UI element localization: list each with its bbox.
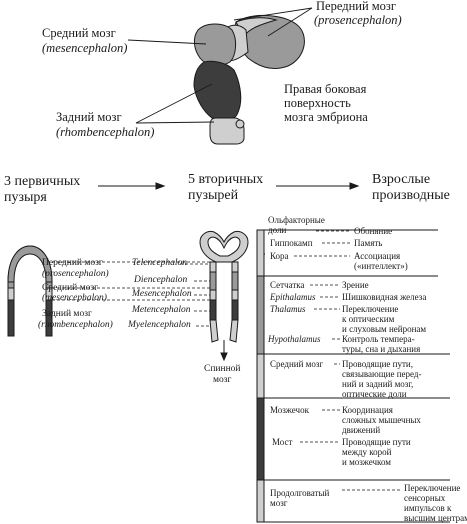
caption-line-2: поверхность: [284, 96, 351, 110]
secondary-label-telencephalon: Telencephalon: [132, 258, 188, 268]
adult-name-olfactory: Ольфакторные доли: [268, 215, 325, 235]
adult-name-olfactory-2: доли: [268, 225, 287, 235]
adult-fn-temperature-1: Контроль темпера-: [342, 334, 415, 344]
secondary-vesicles-tube: [199, 231, 249, 362]
secondary-label-mesencephalon: Mesencephalon: [132, 289, 192, 299]
adult-fn-sensory-relay-1: Переключение: [404, 483, 461, 493]
adult-fn-sensory-relay: Переключение сенсорных импульсов к высши…: [404, 483, 467, 523]
adult-fn-pons-pathways-1: Проводящие пути: [342, 437, 411, 447]
adult-name-cerebellum: Мозжечок: [270, 405, 309, 415]
primary-label-rhombencephalon-lat: (rhombencephalon): [38, 320, 113, 330]
adult-fn-pons-pathways: Проводящие пути между корой и мозжечком: [342, 437, 411, 467]
adult-fn-relay: Переключение к оптическим и слуховым ней…: [342, 304, 426, 334]
adult-fn-sensory-relay-4: высшим центрам: [404, 513, 467, 523]
top-leader-lines: [127, 7, 313, 124]
adult-fn-association-2: («интеллект»): [354, 261, 408, 271]
adult-fn-coordination-1: Координация: [342, 405, 393, 415]
adult-name-hypothalamus: Hypothalamus: [268, 334, 321, 344]
adult-name-cortex: Кора: [270, 251, 289, 261]
primary-vesicles-tube: [7, 245, 53, 337]
stage-primary: 3 первичных пузыря: [4, 174, 80, 206]
adult-fn-sensory-relay-3: импульсов к: [404, 503, 452, 513]
adult-fn-relay-3: и слуховым нейронам: [342, 324, 427, 334]
adult-fn-coordination-3: движений: [342, 425, 381, 435]
adult-fn-pathways-midbrain: Проводящие пути, связывающие перед- ний …: [342, 359, 421, 399]
primary-label-prosencephalon-lat: (prosencephalon): [42, 269, 109, 279]
adult-fn-pathways-midbrain-3: ний и задний мозг,: [342, 379, 414, 389]
stage-adult: Взрослые производные: [372, 172, 450, 204]
adult-fn-pathways-midbrain-2: связывающие перед-: [342, 369, 422, 379]
dashed-guides: [52, 261, 212, 327]
adult-fn-association: Ассоциация («интеллект»): [354, 251, 408, 271]
primary-label-rhombencephalon-ru: Задний мозг: [42, 309, 92, 319]
adult-name-retina: Сетчатка: [270, 280, 305, 290]
label-prosencephalon-ru: Передний мозг: [316, 0, 396, 13]
spinal-cord-label: Спинной мозг: [204, 364, 241, 385]
adult-vertical-bar: [256, 229, 265, 523]
spinal-cord-line-1: Спинной: [204, 364, 241, 374]
adult-fn-temperature: Контроль темпера- туры, сна и дыхания: [342, 334, 420, 354]
adult-name-thalamus: Thalamus: [270, 304, 306, 314]
adult-fn-relay-1: Переключение: [342, 304, 399, 314]
stage-arrows: [98, 182, 360, 190]
adult-fn-sensory-relay-2: сенсорных: [404, 493, 446, 503]
stage-secondary-line-2: пузырей: [188, 188, 239, 203]
adult-name-medulla-1: Продолговатый: [270, 488, 330, 498]
adult-fn-pons-pathways-3: и мозжечком: [342, 457, 391, 467]
embryo-brain: [193, 14, 305, 145]
label-mesencephalon-ru: Средний мозг: [42, 26, 116, 40]
stage-adult-line-2: производные: [372, 188, 450, 203]
adult-name-hippocampus: Гиппокамп: [270, 238, 313, 248]
stage-secondary: 5 вторичных пузырей: [188, 172, 263, 204]
label-mesencephalon-lat: (mesencephalon): [42, 41, 128, 55]
label-prosencephalon-lat: (prosencephalon): [314, 13, 402, 27]
adult-name-medulla-2: мозг: [270, 498, 288, 508]
primary-label-mesencephalon-ru: Средний мозг: [42, 283, 99, 293]
adult-fn-olfaction: Обоняние: [354, 226, 393, 236]
spinal-cord-line-2: мозг: [213, 374, 232, 385]
adult-fn-pons-pathways-2: между корой: [342, 447, 392, 457]
adult-name-pons: Мост: [272, 437, 293, 447]
secondary-label-myelencephalon: Myelencephalon: [128, 320, 191, 330]
label-rhombencephalon-ru: Задний мозг: [56, 110, 122, 124]
stage-secondary-line-1: 5 вторичных: [188, 172, 264, 187]
adult-name-medulla: Продолговатый мозг: [270, 488, 329, 508]
secondary-label-metencephalon: Metencephalon: [132, 305, 191, 315]
caption-line-3: мозга эмбриона: [284, 110, 368, 124]
label-rhombencephalon-lat: (rhombencephalon): [56, 125, 155, 139]
adult-table: [264, 229, 450, 523]
primary-label-mesencephalon-lat: (mesencephalon): [42, 293, 107, 303]
embryo-caption: Правая боковая поверхность мозга эмбрион…: [284, 82, 368, 124]
adult-name-midbrain: Средний мозг: [270, 359, 324, 369]
adult-fn-pathways-midbrain-4: оптические доли: [342, 389, 407, 399]
adult-name-olfactory-1: Ольфакторные: [268, 215, 325, 225]
stage-adult-line-1: Взрослые: [372, 172, 431, 187]
adult-fn-coordination-2: сложных мышечных: [342, 415, 421, 425]
adult-fn-pineal: Шишковидная железа: [342, 292, 427, 302]
adult-fn-coordination: Координация сложных мышечных движений: [342, 405, 421, 435]
adult-fn-memory: Память: [354, 238, 383, 248]
secondary-label-diencephalon: Diencephalon: [134, 275, 188, 285]
adult-fn-association-1: Ассоциация: [354, 251, 401, 261]
caption-line-1: Правая боковая: [284, 82, 367, 96]
adult-fn-temperature-2: туры, сна и дыхания: [342, 344, 421, 354]
stage-primary-line-2: пузыря: [4, 190, 47, 205]
primary-label-prosencephalon-ru: Передний мозг: [42, 258, 103, 268]
stage-primary-line-1: 3 первичных: [4, 174, 81, 189]
embryo-rhombencephalon: [193, 60, 242, 119]
adult-fn-vision: Зрение: [342, 280, 369, 290]
adult-name-epithalamus: Epithalamus: [270, 292, 316, 302]
adult-fn-pathways-midbrain-1: Проводящие пути,: [342, 359, 413, 369]
adult-fn-relay-2: к оптическим: [342, 314, 395, 324]
embryo-mesencephalon: [193, 23, 237, 66]
adult-dashes: [294, 230, 400, 491]
